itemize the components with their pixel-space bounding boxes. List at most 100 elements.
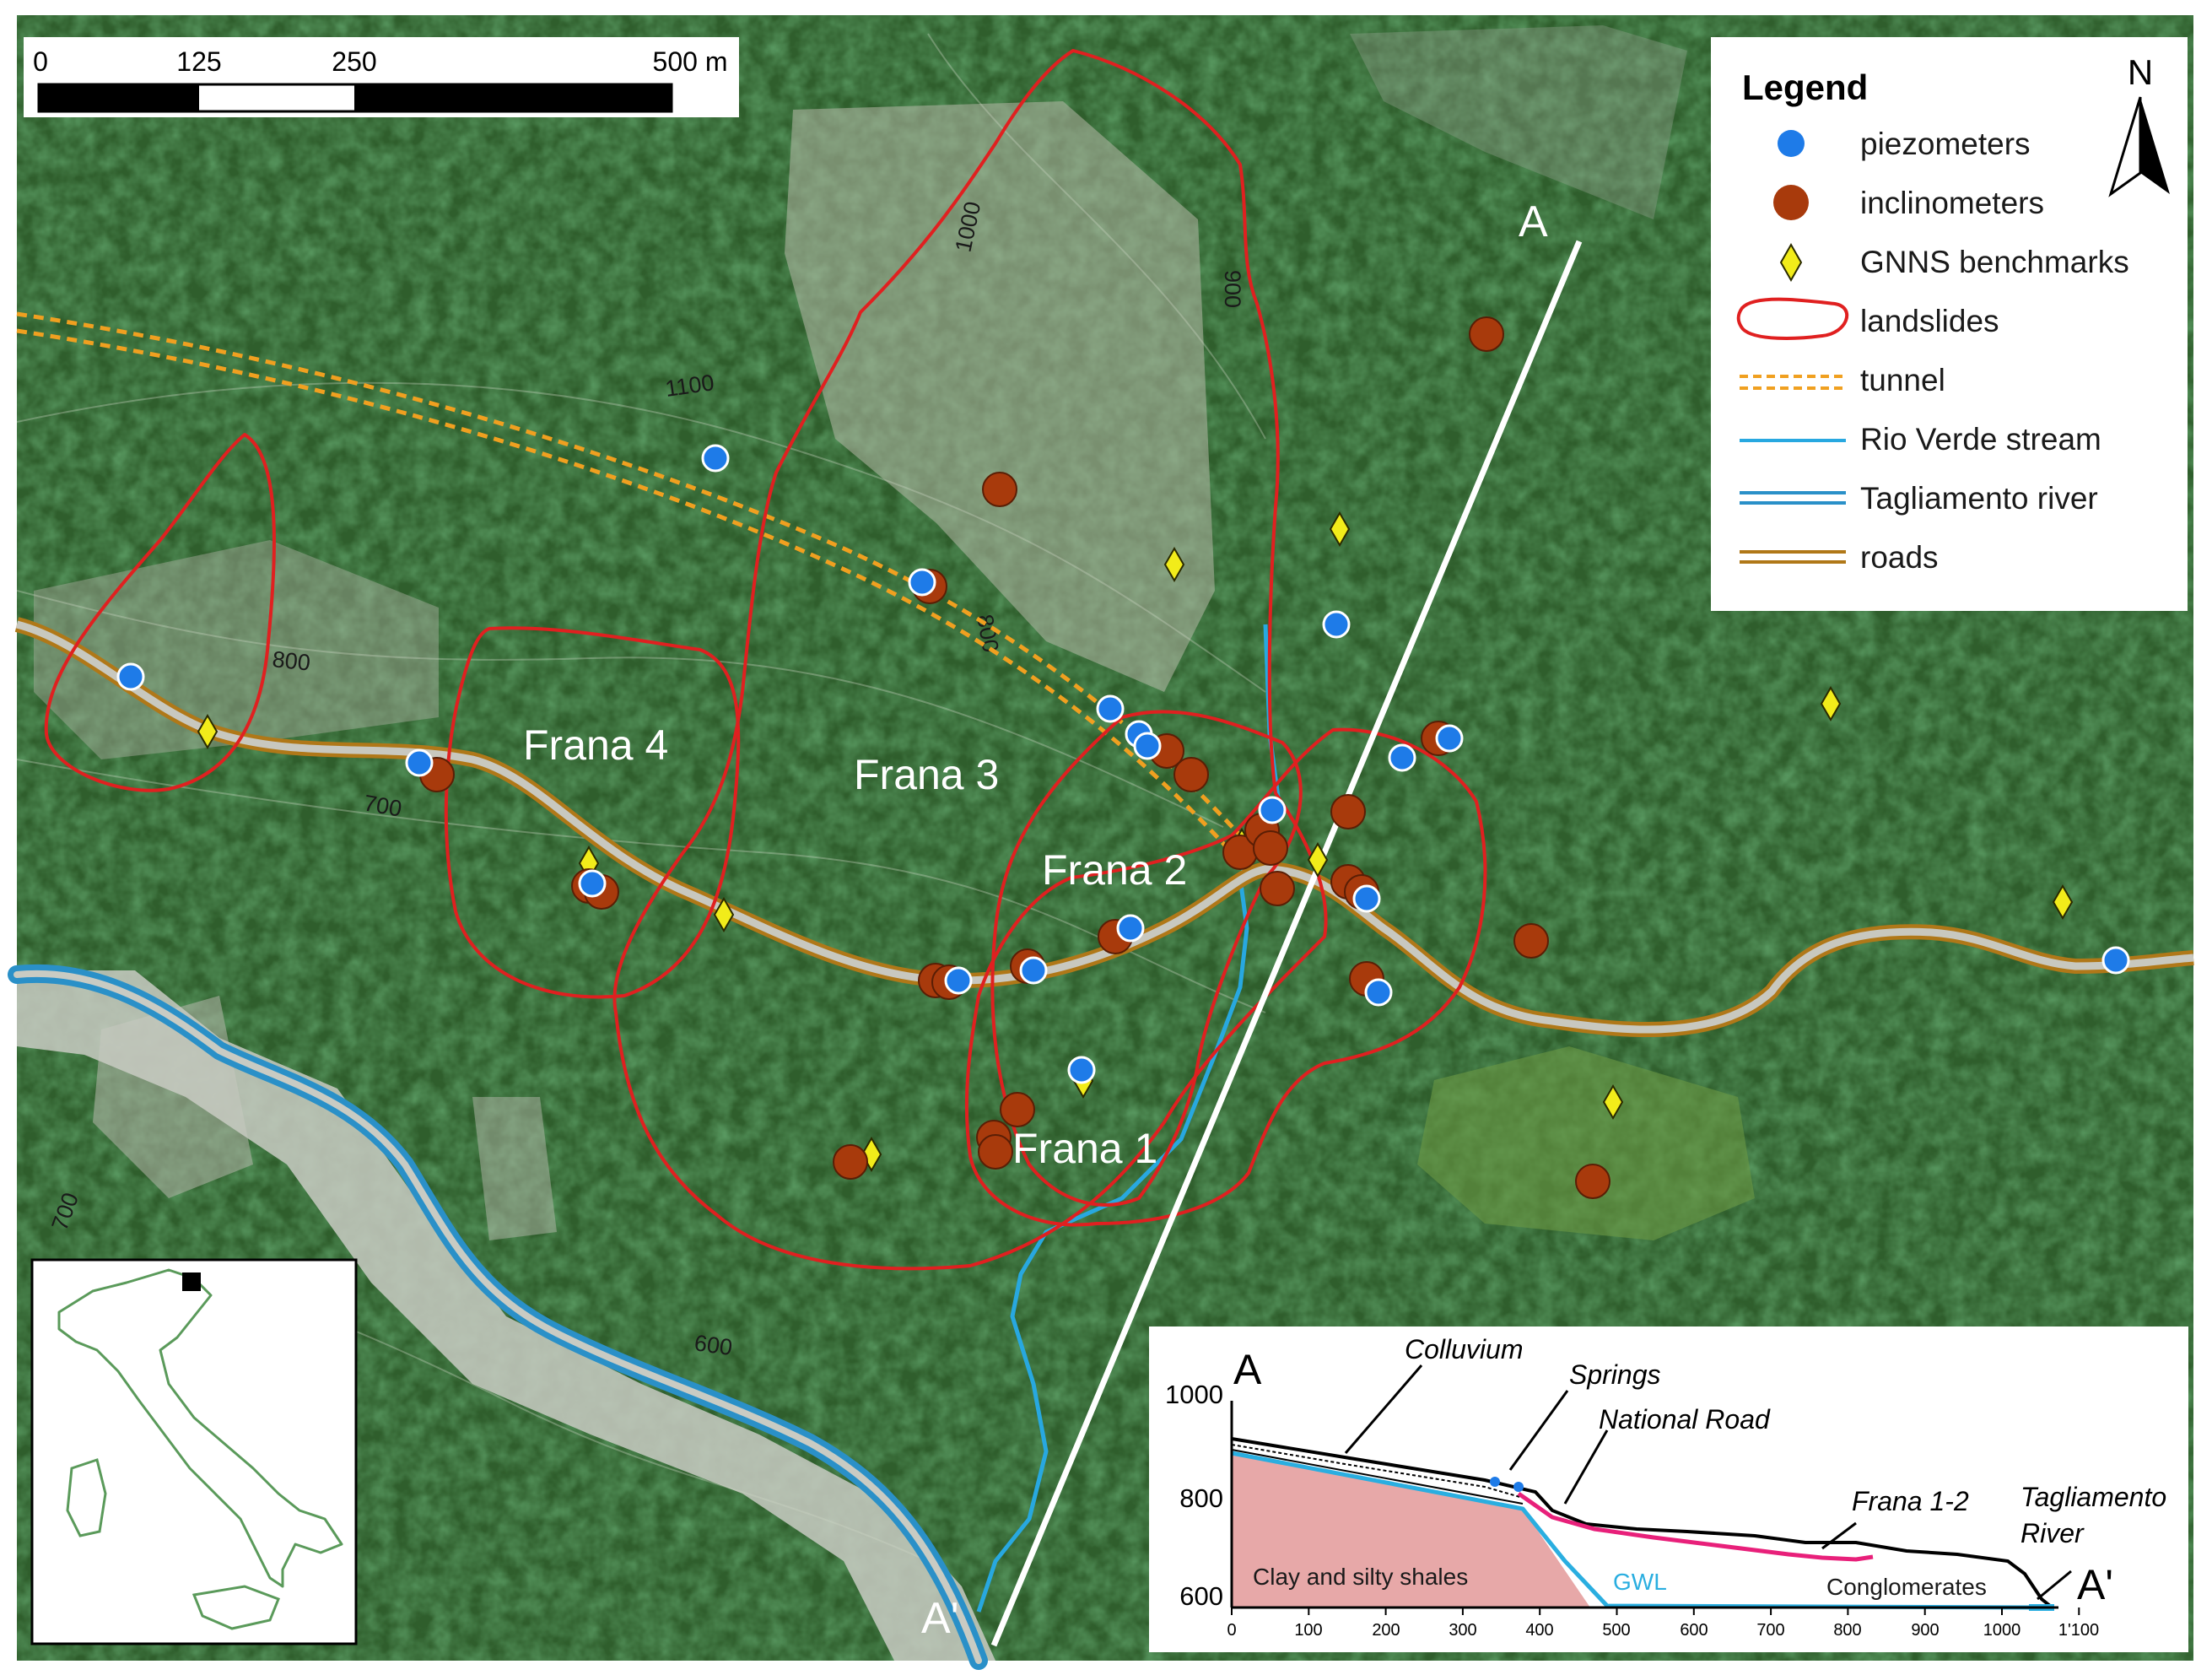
section-x-tick: 0	[1227, 1621, 1236, 1640]
spring-marker	[1513, 1482, 1524, 1492]
legend-title: Legend	[1742, 68, 1868, 107]
sardinia-outline	[66, 1458, 107, 1537]
layer-label-conglomerates: Conglomerates	[1826, 1574, 1987, 1600]
inclinometer-marker[interactable]	[1253, 830, 1288, 866]
inclinometer-marker[interactable]	[1330, 794, 1366, 829]
piezometer-marker[interactable]	[1364, 978, 1393, 1007]
section-x-tick: 400	[1525, 1621, 1553, 1640]
cross-section-line	[990, 240, 1583, 1647]
section-inset-label-a-prime: A'	[2077, 1561, 2113, 1608]
section-x-tick: 100	[1294, 1621, 1322, 1640]
colluvium-layer	[1231, 1444, 1524, 1499]
piezometer-marker[interactable]	[2101, 946, 2130, 975]
inclinometer-marker[interactable]	[978, 1134, 1013, 1170]
piezometer-marker[interactable]	[1133, 732, 1162, 760]
landslide-outline-west	[44, 433, 276, 792]
landslide-outline-frana-4	[444, 626, 741, 999]
section-inset-label-a: A	[1233, 1346, 1262, 1393]
north-arrow-icon: N	[2108, 52, 2170, 197]
legend-label-landslides: landslides	[1860, 304, 1999, 338]
gnss-benchmark-marker[interactable]	[197, 714, 219, 749]
legend-label-tunnel: tunnel	[1860, 363, 1945, 397]
piezometer-marker[interactable]	[1388, 743, 1416, 772]
national-road	[14, 617, 2194, 1037]
gnss-benchmark-marker[interactable]	[2052, 884, 2074, 920]
layer-label-clay: Clay and silty shales	[1253, 1564, 1468, 1590]
inclinometer-marker[interactable]	[1575, 1164, 1610, 1199]
section-x-tick: 200	[1372, 1621, 1400, 1640]
piezometer-marker[interactable]	[116, 662, 145, 691]
double-blue-line-icon	[1740, 491, 1846, 505]
piezometer-marker[interactable]	[1352, 884, 1381, 913]
gnss-benchmark-marker[interactable]	[713, 897, 735, 932]
inclinometer-marker[interactable]	[1000, 1092, 1035, 1127]
section-x-tick: 300	[1449, 1621, 1476, 1640]
landslide-label-frana-4: Frana 4	[523, 721, 668, 769]
inclinometer-marker[interactable]	[1260, 871, 1295, 906]
piezometer-marker[interactable]	[578, 869, 607, 898]
section-x-tick: 600	[1680, 1621, 1708, 1640]
section-y-tick: 600	[1179, 1581, 1223, 1611]
gnss-benchmark-marker[interactable]	[1329, 511, 1351, 547]
piezometer-marker[interactable]	[1067, 1056, 1096, 1084]
landslide-label-frana-3: Frana 3	[854, 751, 999, 798]
cross-section-inset: 1000 800 600 0 100 200 300 400 500 600 7…	[1149, 1326, 2188, 1652]
legend-label-tagliamento: Tagliamento river	[1860, 481, 2098, 516]
site-location-marker	[182, 1272, 201, 1291]
piezometer-marker[interactable]	[1019, 956, 1048, 985]
frana-slip-surface	[1517, 1491, 1874, 1562]
section-x-tick: 1'100	[2058, 1621, 2099, 1640]
landslide-label-frana-1: Frana 1	[1012, 1125, 1157, 1172]
gnss-benchmark-marker[interactable]	[1820, 686, 1842, 721]
clay-layer	[1232, 1453, 1590, 1607]
piezometer-marker[interactable]	[1322, 610, 1351, 639]
inclinometer-marker[interactable]	[1173, 757, 1209, 792]
section-x-tick: 800	[1833, 1621, 1861, 1640]
annotation-colluvium: Colluvium	[1405, 1334, 1523, 1364]
legend-panel: Legend N piezometers inclinometers GNNS	[1711, 37, 2188, 611]
section-x-tick: 900	[1911, 1621, 1939, 1640]
italy-outline	[57, 1268, 343, 1588]
double-brown-line-icon	[1740, 550, 1846, 564]
inclinometer-marker[interactable]	[982, 472, 1017, 507]
section-x-tick: 700	[1756, 1621, 1784, 1640]
piezometer-marker[interactable]	[701, 444, 730, 473]
piezometer-marker[interactable]	[1258, 796, 1287, 824]
red-outline-icon	[1736, 297, 1849, 340]
piezometer-marker[interactable]	[944, 966, 973, 995]
scale-bar: 0 125 250 500 m	[24, 37, 739, 117]
piezometer-marker[interactable]	[1116, 914, 1145, 943]
piezometer-marker[interactable]	[405, 748, 434, 777]
section-x-tick: 1000	[1983, 1621, 2021, 1640]
section-x-tick: 500	[1602, 1621, 1630, 1640]
piezometer-marker[interactable]	[1435, 724, 1464, 753]
section-x-tick-marks	[1231, 1607, 2080, 1615]
yellow-diamond-icon	[1779, 242, 1803, 283]
piezometer-marker[interactable]	[908, 568, 936, 597]
annotation-river-line2: River	[2020, 1518, 2085, 1548]
annotation-springs: Springs	[1569, 1359, 1661, 1390]
gnss-benchmark-marker[interactable]	[1163, 547, 1185, 582]
scale-tick-500: 500 m	[653, 46, 728, 77]
north-arrow-label: N	[2128, 52, 2153, 92]
landslide-label-frana-2: Frana 2	[1042, 846, 1187, 894]
inclinometer-marker[interactable]	[1513, 923, 1549, 959]
landslide-outline-frana-1	[964, 727, 1487, 1227]
landslide-outline-frana-3	[612, 49, 1328, 1271]
gnss-benchmark-marker[interactable]	[1602, 1084, 1624, 1120]
section-y-tick: 800	[1179, 1483, 1223, 1513]
inclinometer-marker[interactable]	[1469, 316, 1504, 352]
layer-label-gwl: GWL	[1613, 1569, 1667, 1595]
scale-tick-125: 125	[176, 46, 221, 77]
section-label-a-prime: A'	[921, 1594, 959, 1643]
blue-circle-icon	[1778, 130, 1805, 157]
gnss-benchmark-marker[interactable]	[1307, 842, 1329, 878]
scale-tick-0: 0	[33, 46, 48, 77]
legend-label-rio-verde: Rio Verde stream	[1860, 422, 2101, 457]
piezometer-marker[interactable]	[1096, 694, 1125, 723]
section-y-tick: 1000	[1165, 1380, 1223, 1409]
annotation-national-road: National Road	[1599, 1404, 1771, 1435]
scale-tick-250: 250	[332, 46, 376, 77]
inclinometer-marker[interactable]	[833, 1144, 868, 1180]
bedrock-top-line	[1231, 1449, 1524, 1505]
